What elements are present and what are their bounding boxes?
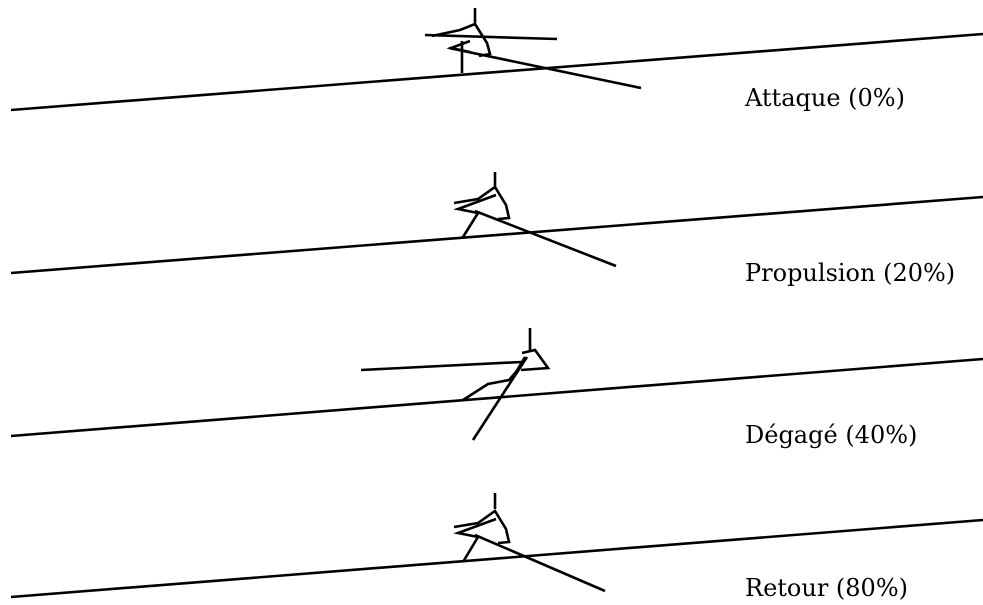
oar-shaft (448, 46, 642, 90)
rower-figure (453, 493, 606, 593)
rower-arms (424, 33, 558, 41)
rower-torso (453, 185, 511, 221)
rower-figure (424, 8, 642, 90)
phase-label: Propulsion (20%) (745, 259, 955, 287)
rower-legs (446, 39, 471, 54)
water-line (10, 518, 983, 599)
rower-figure (453, 172, 617, 268)
phase-label: Retour (80%) (745, 574, 908, 602)
water-line (10, 195, 983, 275)
rower-legs (453, 517, 497, 539)
oar-shaft (360, 360, 522, 372)
rower-figure (360, 328, 551, 441)
oar-shaft (474, 209, 617, 268)
rower-arms (520, 348, 551, 372)
rower-legs (453, 193, 497, 215)
rower-torso (453, 509, 511, 545)
oar-shaft (474, 533, 606, 593)
phase-panel-propulsion: Propulsion (20%) (10, 172, 983, 287)
rower-seat-post (461, 536, 480, 563)
rower-torso (462, 356, 527, 402)
phase-label: Dégagé (40%) (745, 421, 917, 449)
phase-panel-retour: Retour (80%) (10, 493, 983, 602)
water-line (10, 357, 983, 438)
phase-panel-attaque: Attaque (0%) (10, 8, 983, 112)
rower-seat-post (461, 212, 480, 238)
water-line (10, 32, 983, 112)
rower-torso (431, 22, 492, 58)
phase-panel-degage: Dégagé (40%) (10, 328, 983, 449)
phase-label: Attaque (0%) (744, 84, 905, 112)
